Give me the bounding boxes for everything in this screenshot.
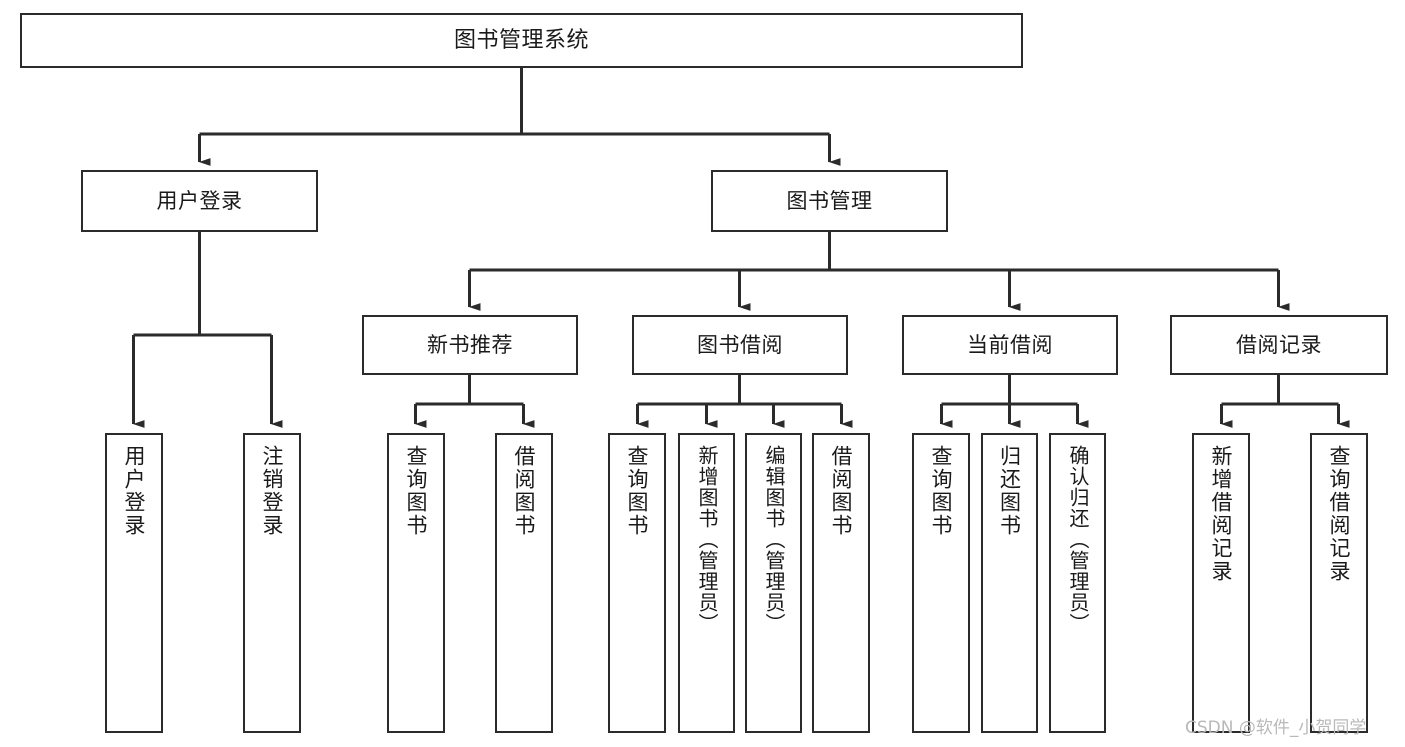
node-label: 归还图书 [997,445,1022,537]
leaf-borrow-edit-book-admin[interactable]: 编辑图书（管理员） [745,433,802,733]
node-label: 图书管理 [786,188,873,213]
leaf-borrow-query-book[interactable]: 查询图书 [608,433,666,733]
node-current-borrow[interactable]: 当前借阅 [902,315,1118,375]
node-label: 新增图书（管理员） [695,445,719,634]
node-label: 新增借阅记录 [1209,445,1234,583]
leaf-record-add-record[interactable]: 新增借阅记录 [1192,433,1250,733]
leaf-current-query-book[interactable]: 查询图书 [912,433,970,733]
leaf-current-confirm-return-admin[interactable]: 确认归还（管理员） [1049,433,1106,733]
leaf-recommend-borrow-book[interactable]: 借阅图书 [495,433,553,733]
node-label: 借阅图书 [512,445,537,537]
leaf-record-query-record[interactable]: 查询借阅记录 [1310,433,1368,733]
node-user-login[interactable]: 用户登录 [81,170,318,232]
csdn-watermark: CSDN @软件_小贺同学 [1185,718,1367,738]
leaf-borrow-borrow-book[interactable]: 借阅图书 [812,433,870,733]
node-book-borrow[interactable]: 图书借阅 [632,315,848,375]
node-new-book-recommend[interactable]: 新书推荐 [362,315,578,375]
node-label: 借阅图书 [829,445,854,537]
node-label: 新书推荐 [427,332,513,357]
node-label: 查询图书 [929,445,954,537]
node-label: 用户登录 [122,445,147,537]
leaf-current-return-book[interactable]: 归还图书 [981,433,1038,733]
leaf-recommend-query-book[interactable]: 查询图书 [387,433,445,733]
node-label: 图书借阅 [697,332,783,357]
node-label: 确认归还（管理员） [1066,445,1090,634]
node-label: 查询图书 [625,445,650,537]
node-label: 编辑图书（管理员） [762,445,786,634]
leaf-borrow-add-book-admin[interactable]: 新增图书（管理员） [678,433,735,733]
node-book-management[interactable]: 图书管理 [711,170,948,232]
leaf-user-login[interactable]: 用户登录 [105,433,163,733]
node-label: 查询图书 [404,445,429,537]
node-label: 查询借阅记录 [1327,445,1352,583]
node-label: 图书管理系统 [453,27,589,53]
node-label: 当前借阅 [967,332,1053,357]
leaf-user-logout[interactable]: 注销登录 [243,433,301,733]
node-label: 注销登录 [260,445,285,537]
node-label: 用户登录 [156,188,243,213]
node-root-system[interactable]: 图书管理系统 [20,13,1023,68]
node-label: 借阅记录 [1236,332,1322,357]
node-borrow-record[interactable]: 借阅记录 [1170,315,1388,375]
